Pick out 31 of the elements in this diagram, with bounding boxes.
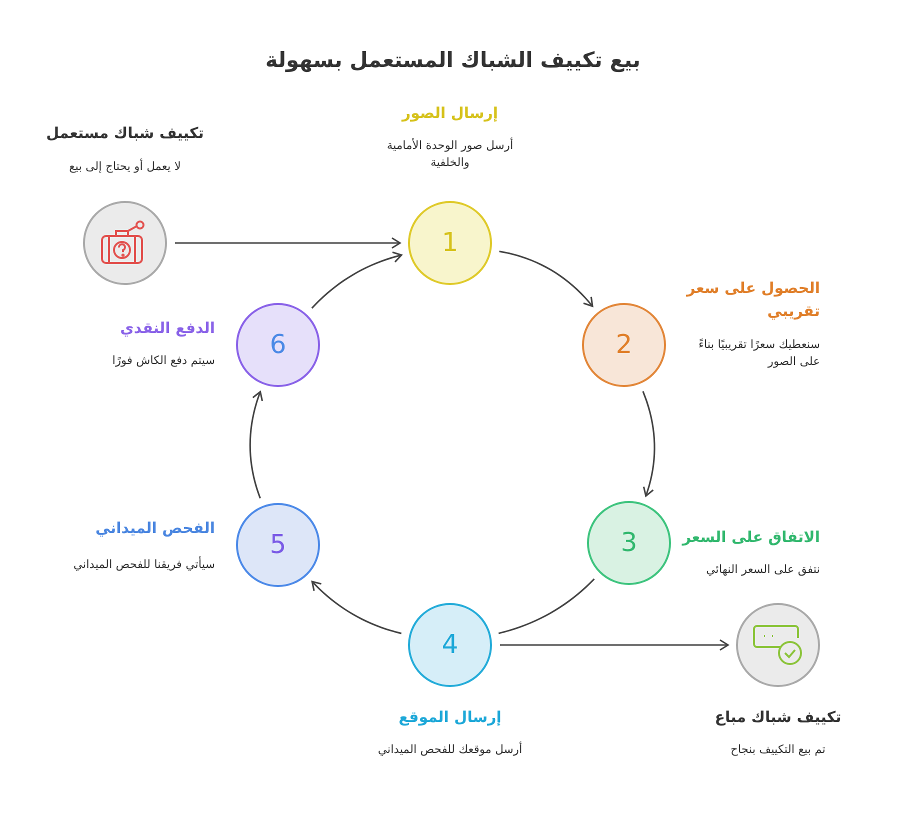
arrow [311, 251, 402, 309]
step-description: أرسل صور الوحدة الأمامية والخلفية [386, 137, 514, 172]
step-description: سنعطيك سعرًا تقريبيًا بناءً على الصور [697, 336, 820, 370]
step-title: تكييف شباك مستعمل [46, 123, 204, 144]
step-number: 6 [270, 330, 286, 360]
arrow [175, 237, 401, 249]
step-title: إرسال الموقع [398, 707, 502, 728]
arrow [500, 639, 729, 651]
connector-line [498, 578, 595, 634]
diagram-title: بيع تكييف الشباك المستعمل بسهولة [264, 48, 642, 72]
step-title: الاتفاق على السعر [682, 527, 820, 548]
step-number: 2 [616, 330, 632, 360]
arrow [642, 390, 656, 497]
step-description: لا يعمل أو يحتاج إلى بيع [69, 158, 181, 175]
step-number: 1 [442, 228, 458, 258]
step-title: الحصول على سعر تقريبي [685, 278, 820, 322]
step-number: 5 [270, 530, 286, 560]
step-title: الفحص الميداني [95, 518, 215, 539]
step-description: أرسل موقعك للفحص الميداني [378, 741, 522, 758]
step-description: تم بيع التكييف بنجاح [730, 741, 826, 758]
step-description: سيأتي فريقنا للفحص الميداني [73, 556, 215, 573]
step-number: 3 [620, 528, 638, 558]
step-number: 4 [442, 630, 458, 660]
step-description: نتفق على السعر النهائي [706, 561, 820, 578]
step-description: سيتم دفع الكاش فورًا [112, 352, 215, 369]
arrow [499, 250, 594, 307]
step-title: الدفع النقدي [120, 318, 215, 339]
step-title: تكييف شباك مباع [714, 707, 842, 728]
arrow [311, 580, 402, 634]
step-title: إرسال الصور [402, 103, 498, 124]
arrow [249, 390, 264, 499]
